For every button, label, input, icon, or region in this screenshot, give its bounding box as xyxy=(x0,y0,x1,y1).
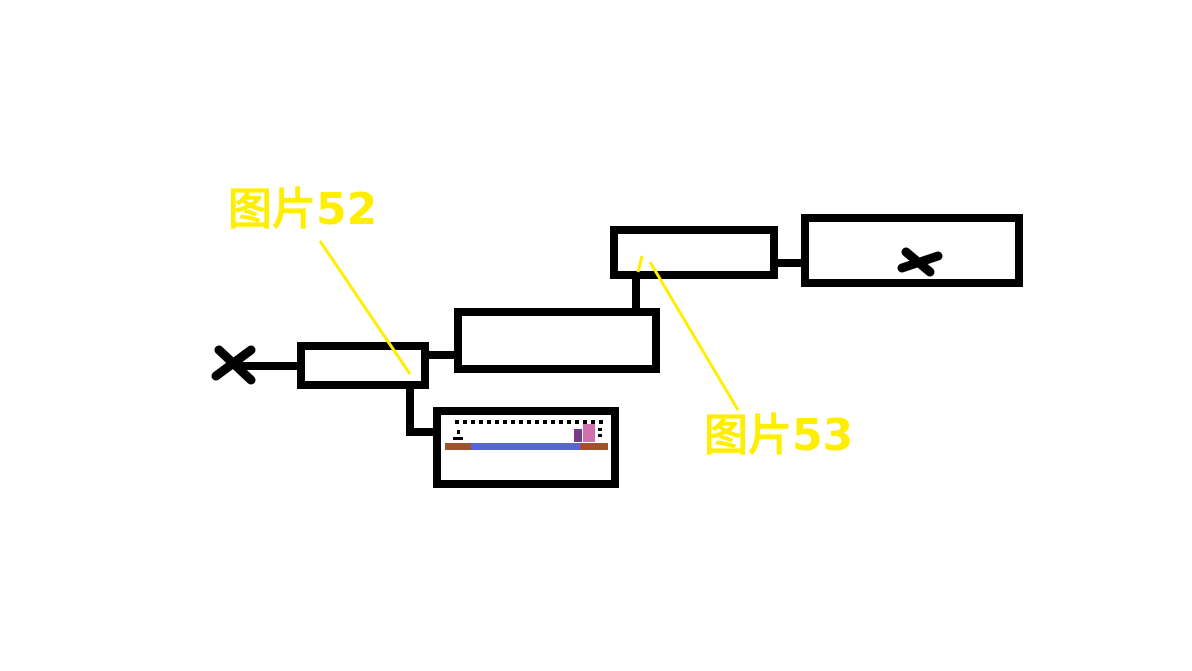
room-preview-tile-pink xyxy=(583,424,595,442)
map-connectors xyxy=(240,259,805,436)
room-box-2 xyxy=(454,308,660,373)
room-box-4 xyxy=(801,214,1023,287)
start-x-marker-icon xyxy=(211,345,256,385)
callout-52-leader xyxy=(318,240,412,375)
callout-53-tick xyxy=(636,255,644,273)
map-rooms xyxy=(297,214,1023,488)
room-preview-ground-left xyxy=(445,443,471,450)
callout-52: 图片52 xyxy=(228,184,412,375)
room-preview-ground-right xyxy=(580,443,608,450)
room-preview-tile-purple xyxy=(574,429,582,442)
callout-52-label: 图片52 xyxy=(228,184,377,235)
callout-53-label: 图片53 xyxy=(704,410,853,461)
end-x-marker-icon xyxy=(897,247,943,277)
room-box-1 xyxy=(297,342,429,389)
connector-room-1-to-room-preview xyxy=(406,385,437,436)
room-preview-water xyxy=(471,443,580,450)
callout-53: 图片53 xyxy=(636,255,853,461)
room-box-preview xyxy=(433,407,619,488)
room-preview-ceiling xyxy=(453,420,603,440)
callout-53-leader xyxy=(648,261,740,411)
